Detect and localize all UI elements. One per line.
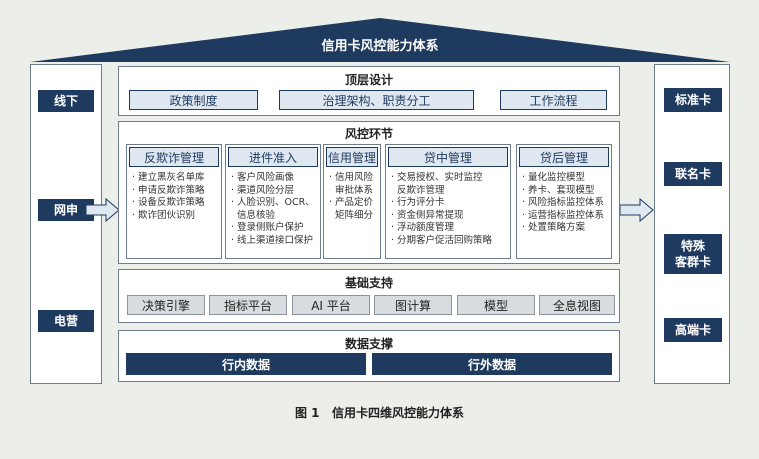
infra-item: 模型: [457, 295, 535, 315]
list-item: · 量化监控模型: [522, 172, 586, 183]
diagram-title: 信用卡风控能力体系: [321, 39, 439, 54]
card-standard: 标准卡: [664, 88, 722, 112]
left-channel-column: [30, 64, 102, 384]
top-design-item: 工作流程: [500, 90, 607, 110]
list-item: 信息核验: [231, 209, 276, 221]
risk-box-list: · 信用风险 审批体系 · 产品定价 矩阵细分: [329, 172, 378, 222]
risk-box-in-loan: 贷中管理 · 交易授权、实时监控 反欺诈管理 · 行为评分卡 · 资金侧异常提现…: [385, 144, 511, 259]
list-item: · 设备反欺诈策略: [132, 197, 205, 209]
risk-box-admission: 进件准入 · 客户风险画像 · 渠道风险分层 · 人脸识别、OCR、 信息核验 …: [225, 144, 321, 259]
list-item: · 信用风险: [329, 172, 374, 183]
data-internal: 行内数据: [126, 353, 366, 375]
list-item: · 产品定价: [329, 197, 374, 209]
list-item: · 人脸识别、OCR、: [231, 197, 315, 209]
arrow-right-icon: [86, 197, 120, 223]
data-support-title: 数据支撑: [344, 337, 393, 351]
roof-banner: [30, 18, 730, 62]
list-item: · 欺诈团伙识别: [132, 209, 196, 221]
risk-box-title: 贷后管理: [519, 147, 609, 167]
risk-box-title: 反欺诈管理: [129, 147, 219, 167]
top-design-item: 治理架构、职责分工: [279, 90, 474, 110]
card-premium: 高端卡: [664, 318, 722, 342]
infra-item: 全息视图: [539, 295, 615, 315]
figure-caption: 图 1 信用卡四维风控能力体系: [294, 406, 465, 420]
list-item: · 资金侧异常提现: [391, 209, 464, 221]
risk-box-post-loan: 贷后管理 · 量化监控模型 · 养卡、套现模型 · 风险指标监控体系 · 运营指…: [516, 144, 612, 259]
risk-box-anti-fraud: 反欺诈管理 · 建立黑灰名单库 · 申请反欺诈策略 · 设备反欺诈策略 · 欺诈…: [126, 144, 222, 259]
list-item: 矩阵细分: [329, 209, 374, 221]
arrow-right-icon: [620, 197, 654, 223]
list-item: · 线上渠道接口保护: [231, 234, 314, 246]
infra-item: 决策引擎: [127, 295, 205, 315]
list-item: · 风险指标监控体系: [522, 197, 605, 209]
card-special-group: 特殊 客群卡: [664, 234, 722, 274]
risk-box-title: 贷中管理: [388, 147, 508, 167]
risk-box-credit: 信用管理 · 信用风险 审批体系 · 产品定价 矩阵细分: [323, 144, 381, 259]
list-item: · 养卡、套现模型: [522, 184, 595, 196]
risk-links-title: 风控环节: [344, 127, 393, 141]
risk-box-list: · 客户风险画像 · 渠道风险分层 · 人脸识别、OCR、 信息核验 · 登录侧…: [231, 172, 318, 248]
infra-item: AI 平台: [292, 295, 370, 315]
infra-title: 基础支持: [344, 276, 393, 290]
list-item: · 交易授权、实时监控: [391, 172, 483, 183]
channel-offline: 线下: [38, 90, 94, 112]
list-item: · 运营指标监控体系: [522, 209, 605, 221]
list-item: 反欺诈管理: [391, 184, 445, 196]
card-cobranded: 联名卡: [664, 162, 722, 186]
risk-box-list: · 交易授权、实时监控 反欺诈管理 · 行为评分卡 · 资金侧异常提现 · 浮动…: [391, 172, 508, 248]
list-item: · 建立黑灰名单库: [132, 172, 205, 183]
list-item: · 客户风险画像: [231, 172, 295, 183]
channel-online: 网申: [38, 199, 94, 221]
list-item: · 申请反欺诈策略: [132, 184, 205, 196]
list-item: · 渠道风险分层: [231, 184, 295, 196]
list-item: · 分期客户促活回购策略: [391, 234, 493, 246]
list-item: 审批体系: [329, 184, 374, 196]
list-item: · 处置策略方案: [522, 222, 586, 234]
infra-item: 图计算: [374, 295, 452, 315]
risk-box-list: · 量化监控模型 · 养卡、套现模型 · 风险指标监控体系 · 运营指标监控体系…: [522, 172, 609, 235]
list-item: · 登录侧账户保护: [231, 222, 304, 234]
top-design-item: 政策制度: [129, 90, 258, 110]
risk-box-title: 进件准入: [228, 147, 318, 167]
list-item: · 行为评分卡: [391, 197, 445, 209]
risk-box-title: 信用管理: [326, 147, 378, 167]
infra-item: 指标平台: [209, 295, 287, 315]
top-design-title: 顶层设计: [344, 73, 393, 87]
list-item: · 浮动额度管理: [391, 222, 455, 234]
data-external: 行外数据: [372, 353, 612, 375]
channel-telemarketing: 电营: [38, 310, 94, 332]
risk-box-list: · 建立黑灰名单库 · 申请反欺诈策略 · 设备反欺诈策略 · 欺诈团伙识别: [132, 172, 219, 222]
